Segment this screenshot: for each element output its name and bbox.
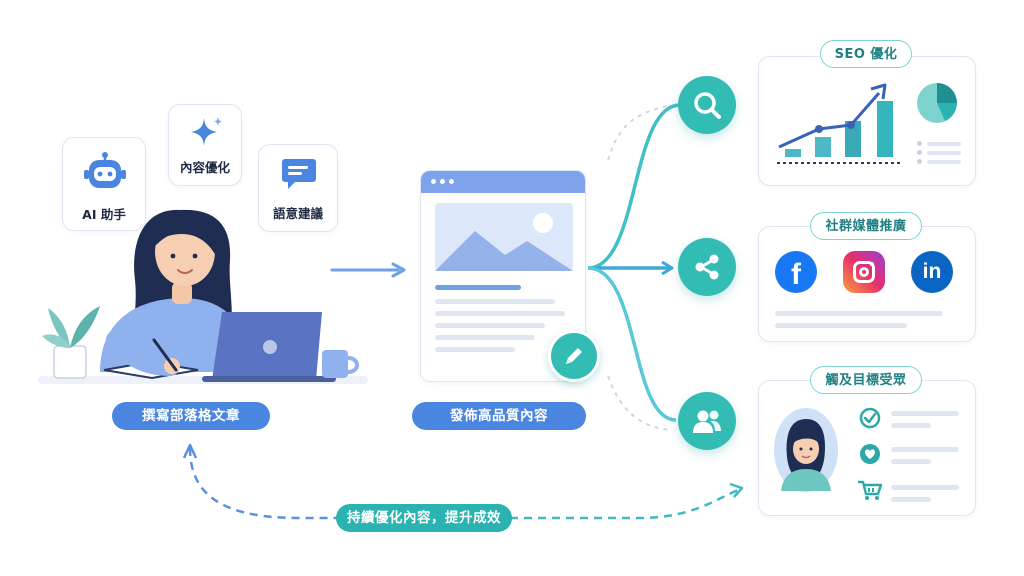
audience-card — [758, 380, 976, 516]
robot-icon — [84, 152, 126, 188]
audience-text-line — [891, 447, 959, 452]
published-article-card — [420, 170, 586, 382]
legend-list — [917, 141, 961, 164]
blogger-illustration — [38, 209, 368, 384]
semantic-suggest-chip: 語意建議 — [258, 144, 338, 232]
mug-icon — [322, 350, 359, 378]
ai-assistant-label: AI 助手 — [82, 207, 126, 222]
search-icon — [694, 92, 721, 119]
social-text-line — [775, 323, 907, 328]
browser-dot — [431, 179, 436, 184]
linkedin-icon: in — [911, 251, 953, 293]
browser-dot — [440, 179, 445, 184]
plant-icon — [42, 306, 100, 379]
pencil-icon — [566, 348, 582, 364]
heart-icon — [860, 444, 880, 464]
search-channel-button — [678, 76, 736, 134]
publish-content-caption: 發佈高品質內容 — [412, 402, 586, 430]
audience-text-line — [891, 423, 931, 428]
pie-chart-icon — [917, 83, 957, 123]
social-title-pill: 社群媒體推廣 — [810, 212, 922, 240]
audience-channel-button — [678, 392, 736, 450]
audience-text-line — [891, 459, 931, 464]
edit-pencil-badge — [548, 330, 600, 382]
article-text-line — [435, 323, 545, 328]
instagram-icon — [843, 251, 885, 293]
article-text-line — [435, 347, 515, 352]
audience-text-line — [891, 497, 931, 502]
content-optimize-label: 內容優化 — [179, 160, 230, 175]
seo-card — [758, 56, 976, 186]
browser-dot — [449, 179, 454, 184]
social-text-line — [775, 311, 943, 316]
image-placeholder-icon — [435, 203, 573, 271]
article-text-line — [435, 299, 555, 304]
audience-text-line — [891, 485, 959, 490]
shopping-cart-icon — [857, 480, 883, 500]
chat-bubble-icon — [282, 159, 316, 189]
avatar — [774, 408, 838, 492]
audience-title-pill: 觸及目標受眾 — [810, 366, 922, 394]
content-optimize-chip: 內容優化 — [168, 104, 242, 186]
check-circle-icon — [859, 407, 881, 429]
browser-titlebar — [421, 171, 585, 193]
sparkle-icon — [191, 117, 222, 146]
write-blog-caption: 撰寫部落格文章 — [112, 402, 270, 430]
facebook-icon: f — [775, 251, 817, 293]
growth-chart-icon — [777, 83, 903, 164]
semantic-suggest-label: 語意建議 — [272, 206, 323, 221]
share-icon — [695, 254, 719, 280]
users-icon — [693, 410, 721, 433]
article-text-line — [435, 335, 535, 340]
social-card: f in — [758, 226, 976, 342]
continuous-optimize-caption: 持續優化內容，提升成效 — [336, 504, 512, 532]
share-channel-button — [678, 238, 736, 296]
seo-title-pill: SEO 優化 — [820, 40, 912, 68]
ai-assistant-chip: AI 助手 — [62, 137, 146, 231]
article-text-line — [435, 311, 565, 316]
article-title-line — [435, 285, 521, 290]
audience-text-line — [891, 411, 959, 416]
